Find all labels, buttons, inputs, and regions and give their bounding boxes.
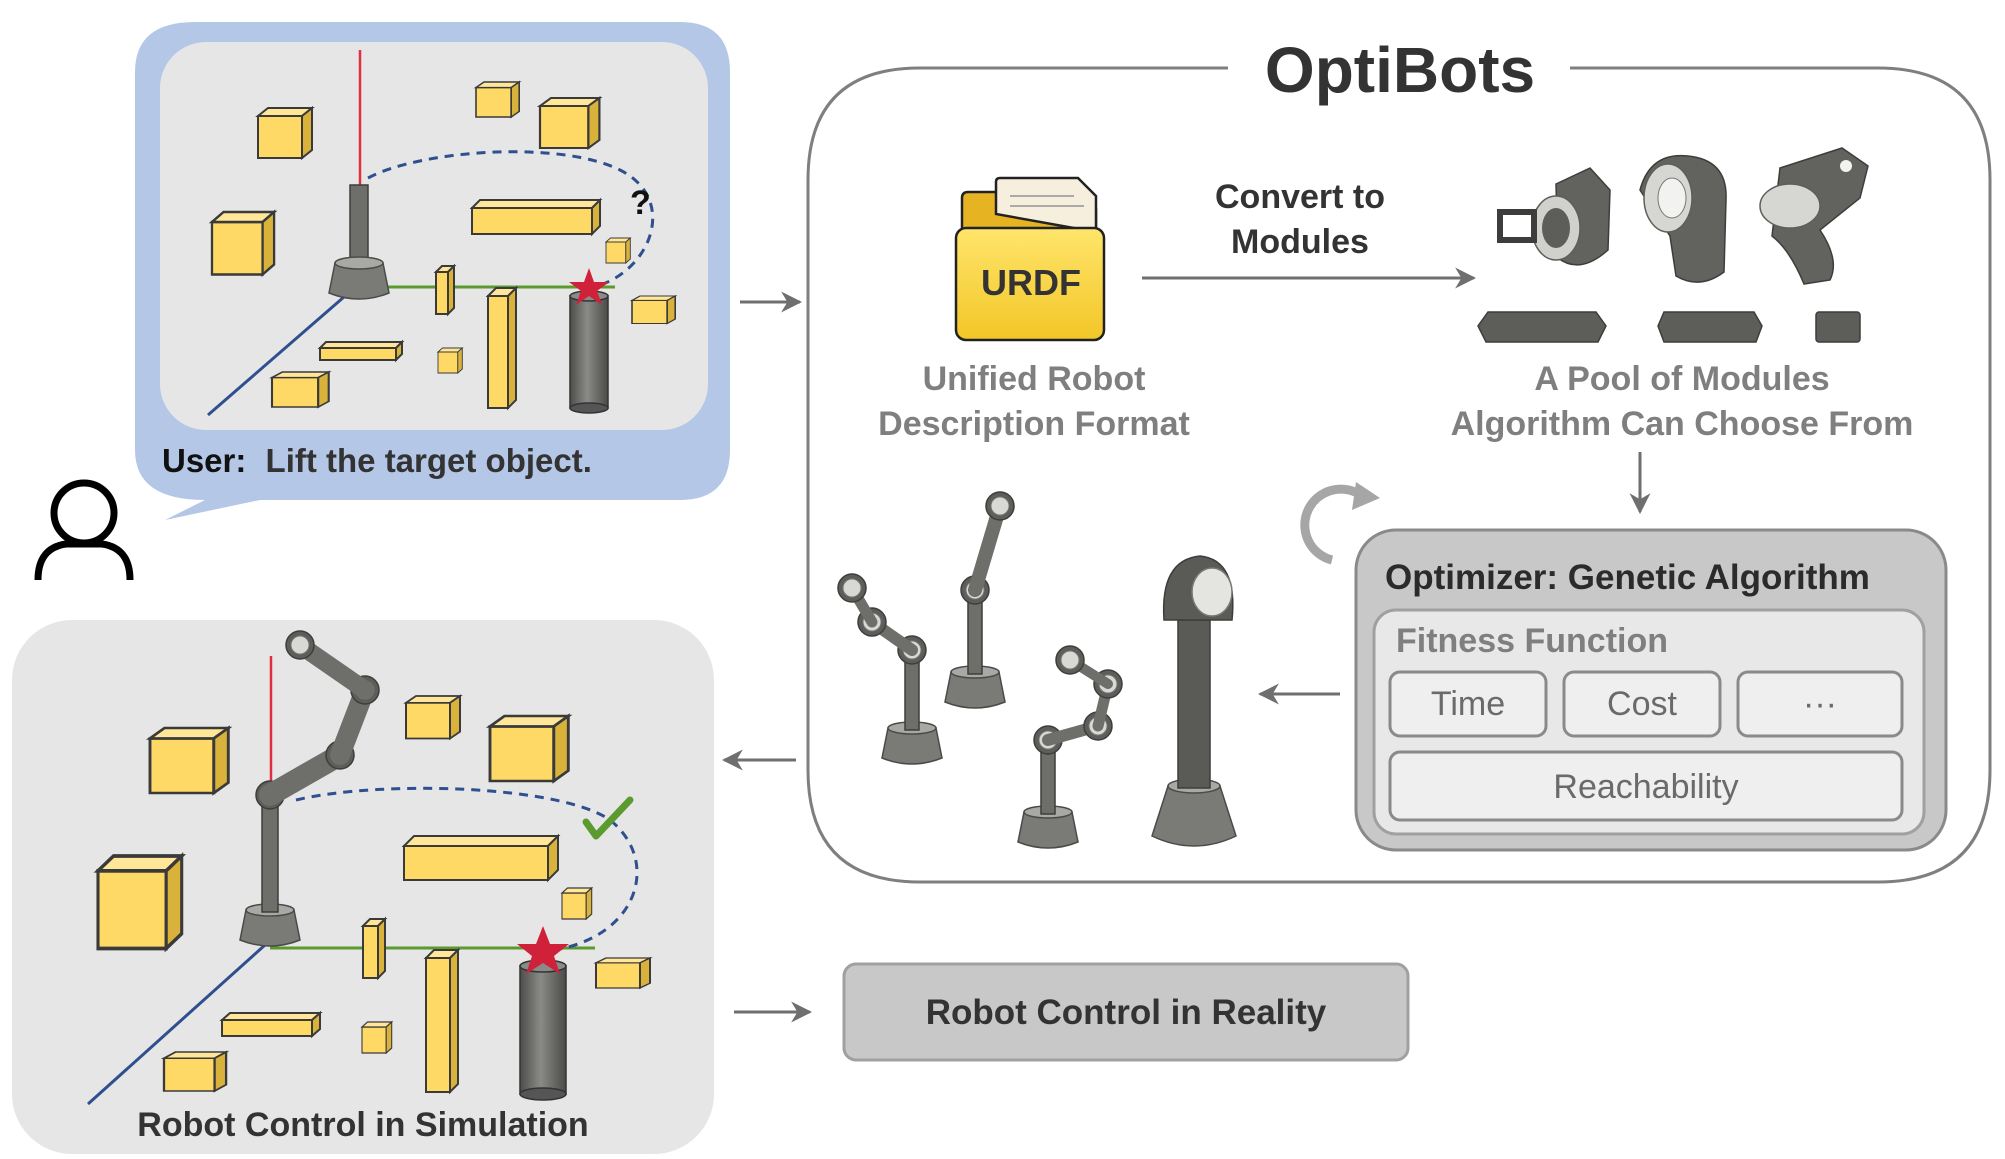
yellow-box — [96, 854, 184, 951]
user-panel: ? — [135, 22, 730, 520]
robot-joint — [1055, 645, 1085, 675]
robot-joint — [985, 491, 1015, 521]
module-link-long — [1477, 311, 1607, 343]
initial-robot-column — [349, 184, 369, 266]
yellow-box — [162, 1050, 228, 1093]
module-link-medium — [1657, 311, 1763, 343]
candidate-robot-3 — [1017, 645, 1123, 849]
fitness-term-reachability: Reachability — [1388, 750, 1904, 822]
yellow-box — [605, 237, 631, 264]
yellow-box — [270, 370, 330, 409]
optibots-frame: OptiBots URDF Unified Robot Description … — [806, 34, 1992, 884]
optibots-title: OptiBots — [1265, 34, 1535, 106]
optimizer-title: Optimizer: Genetic Algorithm — [1385, 558, 1870, 597]
module-gripper — [1497, 167, 1611, 266]
yellow-bar — [219, 1010, 323, 1039]
target-star — [517, 926, 569, 974]
urdf-file-label: URDF — [981, 262, 1081, 303]
x-axis-line — [86, 943, 267, 1106]
question-mark: ? — [630, 184, 651, 222]
yellow-box — [148, 726, 230, 795]
robot-joint — [837, 573, 867, 603]
user-instruction-text: Lift the target object. — [266, 442, 592, 479]
x-axis-line — [207, 288, 353, 417]
optimized-robot-arm — [239, 630, 380, 947]
yellow-bar — [469, 197, 603, 237]
user-label: User: — [162, 442, 246, 479]
initial-robot-base — [328, 256, 390, 300]
check-mark — [582, 796, 634, 840]
fitness-term-reachability-label: Reachability — [1553, 768, 1738, 806]
candidate-robot-1 — [837, 573, 943, 765]
module-wrist — [1759, 147, 1869, 285]
yellow-box — [361, 1021, 393, 1054]
yellow-box — [475, 81, 521, 118]
yellow-bar — [317, 339, 405, 363]
yellow-box — [631, 295, 677, 325]
fitness-title: Fitness Function — [1396, 622, 1668, 660]
target-cylinder — [569, 290, 609, 414]
planned-path-dashed — [367, 150, 655, 290]
urdf-caption-line2: Description Format — [878, 405, 1190, 443]
module-elbow — [1639, 154, 1727, 283]
yellow-box — [257, 107, 313, 159]
yellow-pillar — [485, 285, 519, 411]
convert-label-line2: Modules — [1231, 223, 1369, 261]
target-star — [569, 268, 609, 305]
pool-caption-line2: Algorithm Can Choose From — [1451, 405, 1914, 443]
reality-label: Robot Control in Reality — [926, 993, 1327, 1032]
urdf-folder-icon — [954, 176, 1106, 342]
module-pool — [1477, 147, 1869, 343]
yellow-box — [437, 347, 463, 374]
pool-caption-line1: A Pool of Modules — [1534, 360, 1829, 398]
yellow-pillar — [423, 947, 461, 1095]
sim-caption: Robot Control in Simulation — [137, 1106, 588, 1144]
yellow-box — [405, 695, 461, 740]
user-instruction: User: Lift the target object. — [162, 442, 592, 479]
candidate-robot-2 — [944, 491, 1015, 709]
fitness-term-cost: Cost — [1562, 670, 1722, 738]
yellow-box — [561, 887, 593, 920]
yellow-pillar — [433, 263, 457, 317]
yellow-bar — [401, 833, 561, 883]
module-link-short — [1815, 311, 1861, 343]
user-person-icon — [34, 479, 134, 581]
robot-joint — [285, 630, 315, 660]
urdf-caption-line1: Unified Robot — [923, 360, 1146, 398]
simulation-panel: Robot Control in Simulation — [12, 620, 714, 1154]
candidate-robot-4 — [1151, 555, 1237, 847]
fitness-term-more-label: ··· — [1803, 685, 1837, 723]
yellow-box — [538, 96, 601, 150]
yellow-pillar — [360, 916, 388, 981]
fitness-term-cost-label: Cost — [1607, 685, 1677, 723]
fitness-term-more: ··· — [1736, 670, 1904, 738]
yellow-box — [488, 714, 570, 783]
fitness-term-time: Time — [1388, 670, 1548, 738]
loop-refresh-icon — [1300, 482, 1380, 565]
yellow-box — [595, 957, 651, 989]
reality-box: Robot Control in Reality — [842, 962, 1410, 1062]
optibots-border — [806, 66, 1992, 884]
yellow-box — [210, 210, 276, 276]
convert-label-line1: Convert to — [1215, 178, 1385, 216]
fitness-term-time-label: Time — [1431, 685, 1505, 723]
target-cylinder — [519, 959, 567, 1101]
